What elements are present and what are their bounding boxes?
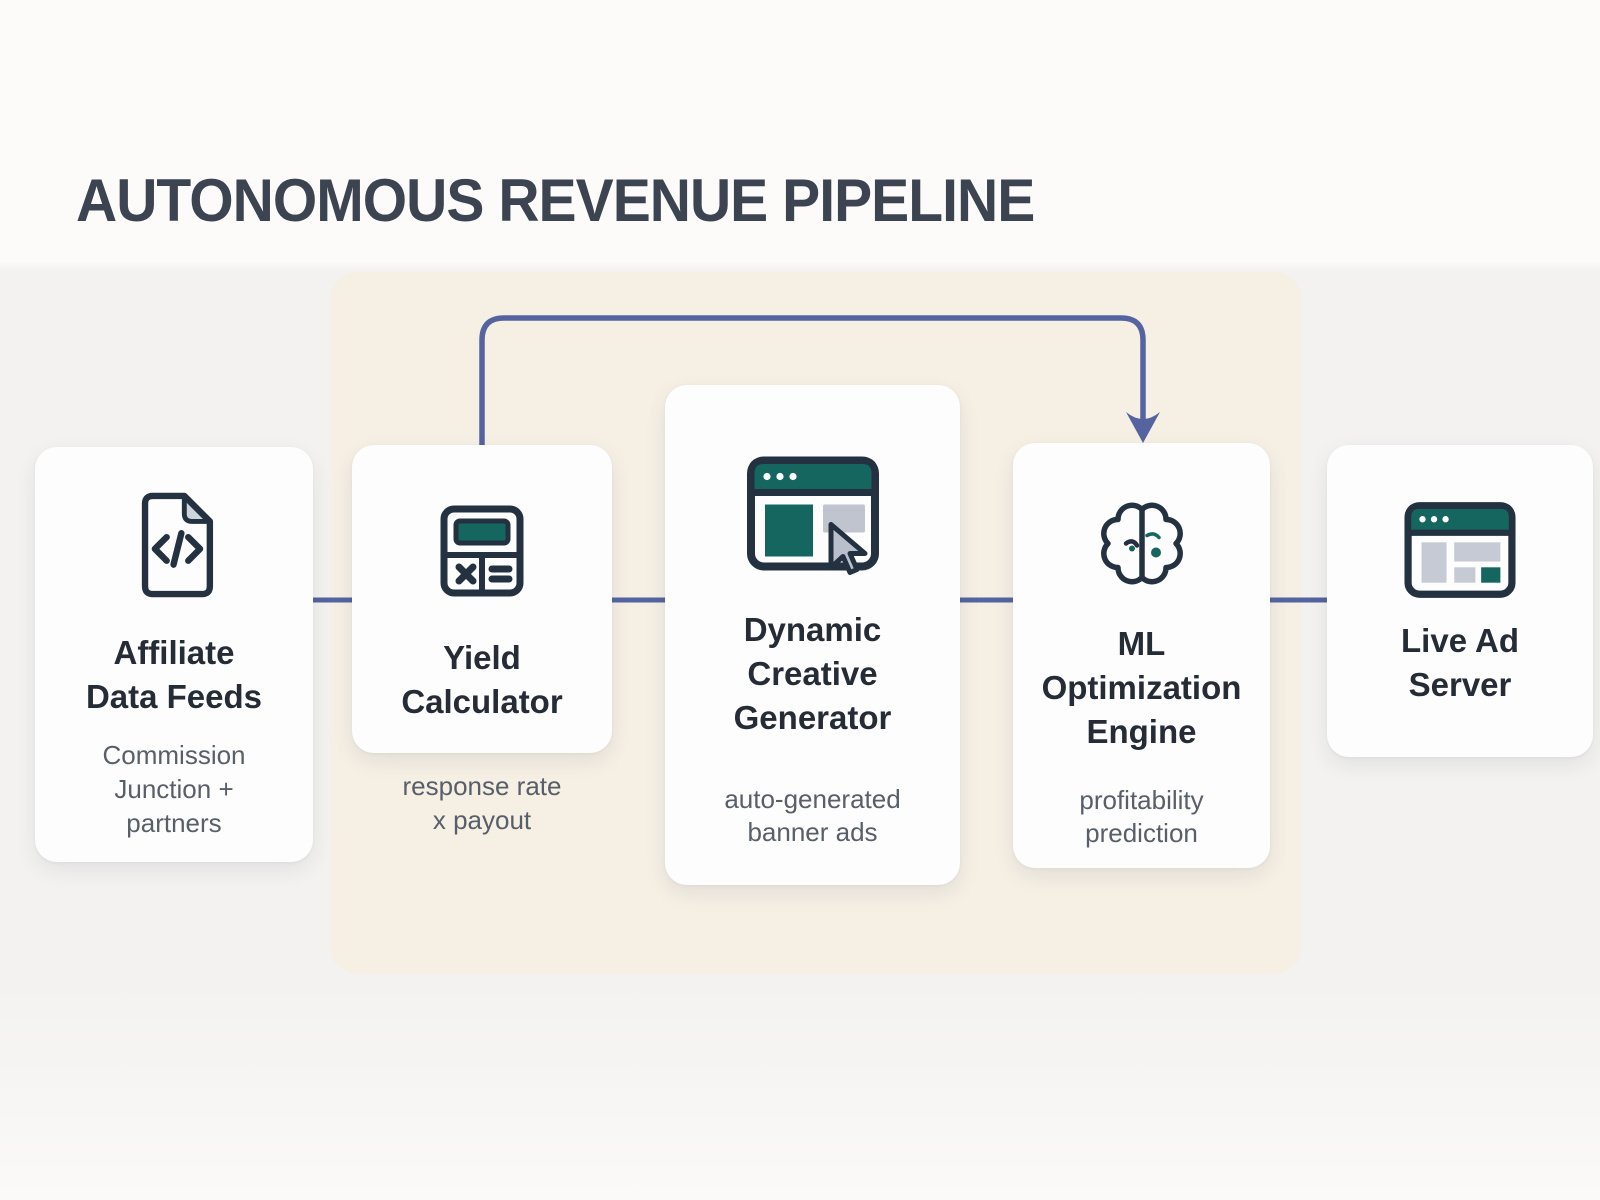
node-label: Dynamic Creative Generator	[733, 611, 892, 737]
node-live-ad-server: Live Ad Server	[1327, 445, 1593, 757]
node-ml-optimization-engine: ML Optimization Engine profitability pre…	[1013, 443, 1270, 868]
node-dynamic-creative-generator: Dynamic Creative Generator auto-generate…	[665, 385, 960, 885]
browser-ad-builder-icon	[746, 456, 879, 575]
node-sublabel: auto-generated banner ads	[724, 783, 901, 848]
code-file-icon	[141, 492, 213, 598]
brain-icon	[1100, 502, 1183, 585]
node-yield-calculator: Yield Calculator	[352, 445, 612, 753]
node-label: ML Optimization Engine	[1041, 625, 1242, 751]
node-sublabel: Commission Junction + partners	[102, 740, 246, 839]
node-affiliate-data-feeds: Affiliate Data Feeds Commission Junction…	[35, 447, 313, 862]
node-label: Affiliate Data Feeds	[85, 634, 263, 716]
node-sublabel: response rate x payout	[402, 771, 562, 835]
calculator-icon	[440, 505, 524, 597]
node-label: Yield Calculator	[401, 639, 563, 721]
ad-server-window-icon	[1404, 502, 1516, 598]
diagram-title: AUTONOMOUS REVENUE PIPELINE	[76, 167, 1035, 234]
node-label: Live Ad Server	[1401, 622, 1519, 704]
node-sublabel: profitability prediction	[1079, 784, 1204, 849]
